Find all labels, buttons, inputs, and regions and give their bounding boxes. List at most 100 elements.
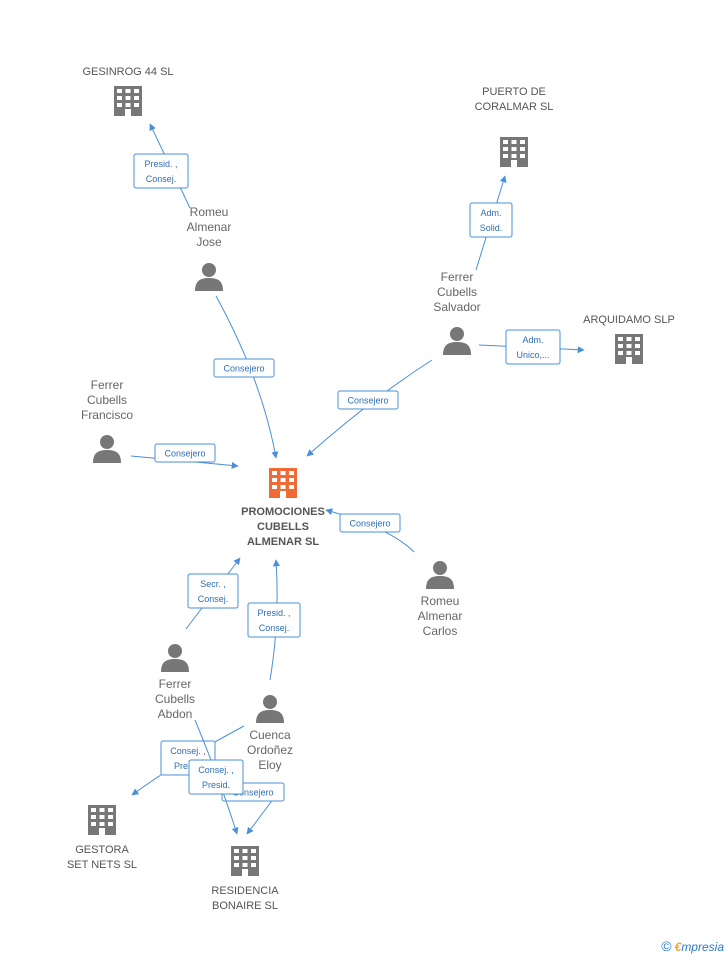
- edge-role-label[interactable]: Consejero: [213, 358, 275, 378]
- company-name: ARQUIDAMO SLP: [583, 314, 675, 326]
- edge-role-label[interactable]: Consejero: [154, 443, 216, 463]
- brand-watermark: ©€mpresia: [661, 938, 724, 954]
- person-name: Romeu: [421, 594, 460, 608]
- edge-role-text: Consej.: [259, 623, 290, 633]
- person-name: Ferrer: [441, 270, 474, 284]
- edge-role-text: Consejero: [164, 449, 205, 459]
- edge-role-label[interactable]: Presid. , Consej.: [247, 602, 301, 638]
- relation-edge: Presid. , Consej.: [247, 559, 301, 681]
- company-name: GESTORA: [75, 844, 129, 856]
- person-name: Eloy: [258, 758, 281, 772]
- edge-role-text: Consej.: [198, 594, 229, 604]
- edge-role-text: Solid.: [480, 223, 503, 233]
- person-name: Cubells: [155, 692, 195, 706]
- person-name: Ferrer: [159, 677, 192, 691]
- edge-role-text: Presid. ,: [257, 608, 290, 618]
- edge-role-label[interactable]: Presid. , Consej.: [133, 153, 189, 189]
- building-icon: [615, 334, 643, 364]
- company-name: BONAIRE SL: [212, 900, 278, 912]
- edge-role-text: Consej.: [146, 174, 177, 184]
- company-name: CORALMAR SL: [475, 101, 554, 113]
- person-name: Almenar: [187, 220, 232, 234]
- building-icon: [114, 86, 142, 116]
- edge-role-label[interactable]: Secr. , Consej.: [187, 573, 239, 609]
- person-name: Romeu: [190, 205, 229, 219]
- person-name: Ferrer: [91, 378, 124, 392]
- person-name: Cubells: [437, 285, 477, 299]
- edge-role-text: Consejero: [347, 396, 388, 406]
- edge-role-text: Consej. ,: [170, 746, 206, 756]
- relation-edge: Consejero: [325, 508, 415, 553]
- person-name: Cubells: [87, 393, 127, 407]
- person-icon: [426, 561, 454, 589]
- edge-role-text: Adm.: [480, 208, 501, 218]
- person-name: Salvador: [433, 300, 480, 314]
- person-icon: [161, 644, 189, 672]
- edge-role-text: Consejero: [223, 364, 264, 374]
- company-name: ALMENAR SL: [247, 536, 319, 548]
- relation-edge: Consejero: [213, 295, 279, 459]
- edge-role-text: Consej. ,: [198, 765, 234, 775]
- building-icon: [231, 846, 259, 876]
- edge-role-text: Unico,...: [516, 350, 549, 360]
- company-name: CUBELLS: [257, 521, 309, 533]
- person-icon: [256, 695, 284, 723]
- copyright-icon: ©: [661, 938, 672, 954]
- edge-role-label[interactable]: Consej. , Presid.: [188, 759, 244, 795]
- person-name: Carlos: [423, 624, 458, 638]
- company-node-arquidamo[interactable]: ARQUIDAMO SLP: [583, 314, 675, 364]
- person-name: Francisco: [81, 408, 133, 422]
- edge-role-text: Presid. ,: [144, 159, 177, 169]
- company-node-residencia[interactable]: RESIDENCIA BONAIRE SL: [211, 846, 279, 912]
- brand-logo-text: mpresia: [681, 940, 724, 954]
- relation-edge: Secr. , Consej.: [185, 557, 241, 630]
- edge-role-label[interactable]: Consejero: [339, 513, 401, 533]
- edge-role-text: Consejero: [349, 519, 390, 529]
- edge-role-text: Presid.: [174, 761, 202, 771]
- building-icon: [269, 468, 297, 498]
- edge-role-text: Secr. ,: [200, 579, 226, 589]
- relation-edge: Consejero: [306, 359, 433, 457]
- relation-edge: Adm. Unico,...: [478, 329, 585, 365]
- relation-edge: Adm. Solid.: [469, 175, 513, 271]
- building-icon: [500, 137, 528, 167]
- nodes-layer: GESINROG 44 SL PUERTO DE CORALMAR SL ARQUID…: [67, 66, 675, 912]
- company-node-gestora[interactable]: GESTORA SET NETS SL: [67, 805, 137, 871]
- person-name: Ordoñez: [247, 743, 293, 757]
- relation-edge: Presid. , Consej.: [133, 123, 191, 209]
- brand-logo-initial: €: [674, 940, 682, 954]
- company-name: SET NETS SL: [67, 859, 137, 871]
- edge-role-label[interactable]: Adm. Solid.: [469, 202, 513, 238]
- company-name: PROMOCIONES: [241, 506, 325, 518]
- building-icon: [88, 805, 116, 835]
- edge-role-label[interactable]: Consejero: [337, 390, 399, 410]
- company-node-puerto[interactable]: PUERTO DE CORALMAR SL: [475, 86, 554, 167]
- edge-arrow: [215, 295, 279, 459]
- company-node-gesinrog[interactable]: GESINROG 44 SL: [82, 66, 174, 116]
- relation-edge: Consej. , Presid.: [188, 719, 244, 835]
- edges-layer: Presid. , Consej. Adm. Solid. Adm. Unico,... C…: [130, 123, 585, 835]
- person-name: Almenar: [418, 609, 463, 623]
- person-icon: [93, 435, 121, 463]
- company-name: RESIDENCIA: [211, 885, 279, 897]
- edge-role-text: Presid.: [202, 780, 230, 790]
- person-name: Cuenca: [249, 728, 291, 742]
- relation-edge: Consejero: [130, 443, 239, 469]
- person-icon: [443, 327, 471, 355]
- edge-role-text: Consejero: [232, 788, 273, 798]
- company-name: GESINROG 44 SL: [82, 66, 173, 78]
- edge-role-text: Adm.: [522, 335, 543, 345]
- company-node-promociones[interactable]: PROMOCIONES CUBELLS ALMENAR SL: [241, 468, 325, 548]
- person-icon: [195, 263, 223, 291]
- person-name: Abdon: [158, 707, 193, 721]
- edge-role-label[interactable]: Adm. Unico,...: [505, 329, 561, 365]
- person-name: Jose: [196, 235, 222, 249]
- company-name: PUERTO DE: [482, 86, 546, 98]
